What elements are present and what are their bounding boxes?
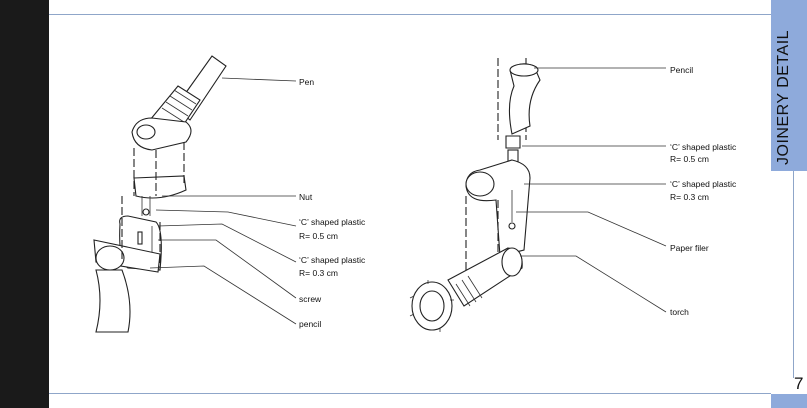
label-c-plastic-r05-radius: R= 0.5 cm [299, 231, 338, 241]
label-pen: Pen [299, 77, 314, 87]
pen-illustration [131, 55, 227, 151]
label-c-plastic-r03-radius: R= 0.3 cm [299, 268, 338, 278]
label-right-pencil: Pencil [670, 65, 693, 75]
label-right-c-plastic-r05-radius: R= 0.5 cm [670, 154, 709, 164]
bottom-rule [49, 393, 771, 394]
page-tab [771, 394, 807, 408]
label-paper-filer: Paper filer [670, 243, 709, 253]
label-nut: Nut [299, 192, 313, 202]
page-number: 7 [794, 374, 804, 393]
pencil-illustration [93, 239, 161, 333]
nut-illustration [133, 175, 187, 216]
label-screw: screw [299, 294, 322, 304]
side-rule [793, 171, 794, 378]
label-torch: torch [670, 307, 689, 317]
label-c-plastic-r03: ‘C’ shaped plastic [299, 255, 366, 265]
label-c-plastic-r05: ‘C’ shaped plastic [299, 217, 366, 227]
left-margin-bar [0, 0, 49, 408]
top-rule [49, 14, 771, 15]
label-pencil: pencil [299, 319, 321, 329]
label-right-c-plastic-r03-radius: R= 0.3 cm [670, 192, 709, 202]
torch-illustration [409, 247, 523, 332]
c-plastic-holder [465, 159, 531, 280]
left-assembly-guides [121, 142, 185, 270]
section-tab [771, 0, 807, 171]
label-right-c-plastic-r05: ‘C’ shaped plastic [670, 142, 737, 152]
label-right-c-plastic-r03: ‘C’ shaped plastic [670, 179, 737, 189]
right-pencil-illustration [497, 58, 541, 163]
